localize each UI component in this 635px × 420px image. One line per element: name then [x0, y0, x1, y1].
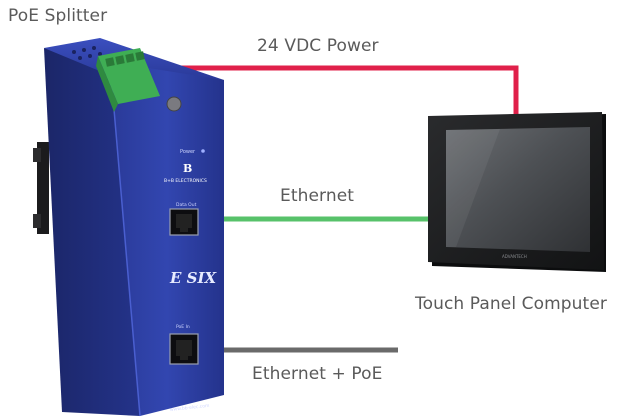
panel-badge: ADVANTECH: [502, 254, 527, 259]
ethernet-port-icon: [169, 208, 199, 236]
poe-ethernet-port-icon: [169, 333, 199, 365]
poe-splitter-label: PoE Splitter: [8, 6, 108, 26]
model-mark: E SIX: [169, 269, 218, 287]
ground-screw-icon: [166, 96, 182, 112]
din-rail-clip-icon: [33, 142, 49, 234]
ethernet-label: Ethernet: [280, 186, 355, 206]
touch-panel-computer: [428, 112, 606, 272]
ethernet-poe-label: Ethernet + PoE: [252, 364, 383, 384]
power-led-label: Power: [180, 149, 196, 155]
power-cable: [140, 65, 519, 114]
poe-splitter-device: [44, 38, 224, 417]
touch-panel-computer-label: Touch Panel Computer: [415, 294, 607, 314]
brand-name: B+B ELECTRONICS: [164, 178, 207, 184]
power-terminal-block-icon: [96, 48, 160, 112]
device-website: www.bb-elec.com: [170, 403, 210, 413]
brand-logo-mark: B: [183, 162, 192, 175]
poe-port-label: PoE In: [176, 324, 190, 330]
data-port-label: Data Out: [176, 202, 197, 208]
power-led-icon: [201, 149, 205, 153]
power-label: 24 VDC Power: [257, 36, 379, 56]
